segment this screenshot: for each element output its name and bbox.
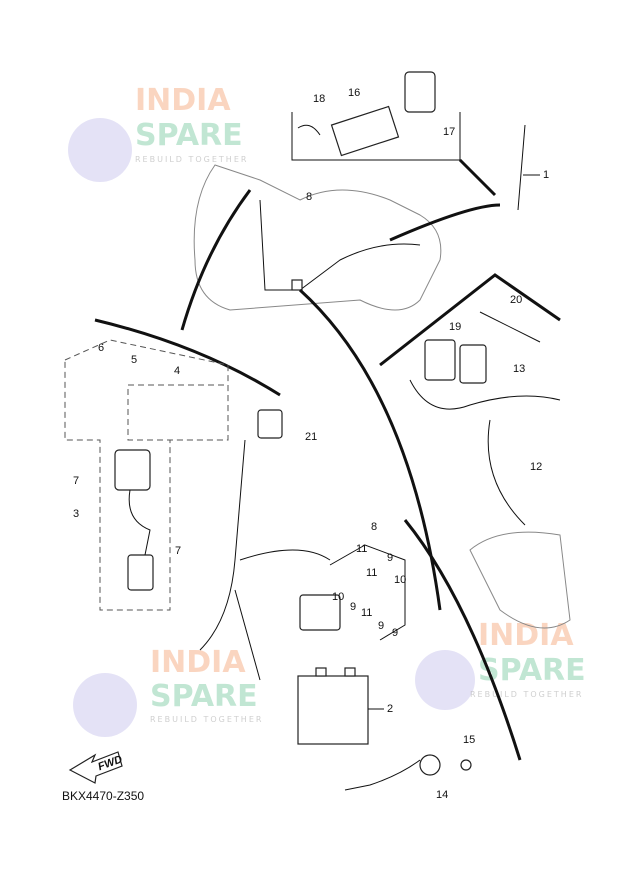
part-17-cover bbox=[404, 71, 436, 113]
harness-lower bbox=[199, 439, 331, 681]
leader-left bbox=[180, 189, 252, 331]
svg-text:SPARE: SPARE bbox=[478, 653, 586, 688]
callout-13: 13 bbox=[513, 363, 525, 375]
callout-11c: 11 bbox=[361, 607, 372, 619]
leader-top-right bbox=[389, 203, 501, 242]
callout-7b: 7 bbox=[175, 545, 181, 557]
svg-text:REBUILD TOGETHER: REBUILD TOGETHER bbox=[150, 715, 263, 724]
callout-12: 12 bbox=[530, 461, 542, 473]
callout-9c: 9 bbox=[378, 620, 384, 632]
callout-4: 4 bbox=[174, 365, 180, 377]
callout-10a: 10 bbox=[394, 574, 406, 586]
callout-11a: 11 bbox=[356, 543, 367, 555]
watermark-top: INDIA SPARE REBUILD TOGETHER bbox=[68, 83, 248, 182]
watermark: INDIA SPARE REBUILD TOGETHER INDIA SPARE… bbox=[68, 83, 586, 737]
part-14-wire bbox=[344, 759, 421, 791]
diagram-code: BKX4470-Z350 bbox=[62, 789, 144, 803]
fuse-box-bracket bbox=[329, 544, 406, 641]
part-14-sensor bbox=[419, 754, 441, 776]
callout-10b: 10 bbox=[332, 591, 344, 603]
connector-center bbox=[291, 279, 303, 291]
fwd-arrow-icon: FWD bbox=[68, 751, 124, 784]
callout-8a: 8 bbox=[306, 191, 312, 203]
callout-17: 17 bbox=[443, 126, 455, 138]
battery-terminal bbox=[344, 667, 356, 677]
svg-text:INDIA: INDIA bbox=[150, 645, 246, 680]
callout-19: 19 bbox=[449, 321, 461, 333]
callout-16: 16 bbox=[348, 87, 360, 99]
leader-left-box bbox=[94, 318, 281, 397]
dashed-box-4 bbox=[127, 384, 229, 441]
callout-1: 1 bbox=[543, 169, 549, 181]
svg-text:SPARE: SPARE bbox=[135, 118, 243, 153]
svg-text:INDIA: INDIA bbox=[135, 83, 231, 118]
callout-8b: 8 bbox=[371, 521, 377, 533]
part-18-wire bbox=[297, 124, 321, 136]
part-3-plug bbox=[127, 554, 154, 591]
part-2-battery bbox=[297, 675, 369, 745]
callout-18: 18 bbox=[313, 93, 325, 105]
callout-7a: 7 bbox=[73, 475, 79, 487]
watermark-bottom: INDIA SPARE REBUILD TOGETHER bbox=[73, 645, 263, 737]
callout-9b: 9 bbox=[350, 601, 356, 613]
part-15-nut bbox=[460, 759, 472, 771]
callout-21: 21 bbox=[305, 431, 317, 443]
callout-5: 5 bbox=[131, 354, 137, 366]
engine-outline bbox=[469, 531, 571, 629]
svg-text:INDIA: INDIA bbox=[478, 618, 574, 653]
callout-3: 3 bbox=[73, 508, 79, 520]
harness-right bbox=[409, 379, 561, 410]
part-16-unit bbox=[330, 105, 400, 157]
leader-lower-right bbox=[403, 519, 522, 761]
callout-11b: 11 bbox=[366, 567, 377, 579]
leader-right-upper bbox=[379, 273, 561, 367]
callout-2: 2 bbox=[387, 703, 393, 715]
leader-top-right-2 bbox=[458, 158, 497, 197]
svg-text:SPARE: SPARE bbox=[150, 679, 258, 714]
part-19-connector bbox=[424, 339, 456, 381]
leader-center bbox=[298, 288, 442, 611]
callout-20: 20 bbox=[510, 294, 522, 306]
part-20-tie bbox=[479, 311, 541, 343]
callouts: 1 2 3 4 5 6 7 7 8 8 11 11 9 10 10 9 11 9… bbox=[73, 87, 549, 801]
part-1-tie bbox=[517, 124, 526, 211]
dashed-box-outer bbox=[64, 339, 229, 611]
callout-14: 14 bbox=[436, 789, 448, 801]
part-3-switch bbox=[114, 449, 151, 491]
svg-text:REBUILD TOGETHER: REBUILD TOGETHER bbox=[470, 690, 583, 699]
fuse-block bbox=[299, 594, 341, 631]
detail-bracket-top bbox=[291, 112, 461, 161]
part-13-connector bbox=[459, 344, 487, 384]
callout-15: 15 bbox=[463, 734, 475, 746]
scooter-outline bbox=[193, 164, 442, 311]
part-3-wire bbox=[128, 489, 151, 556]
callout-9d: 9 bbox=[392, 627, 398, 639]
svg-text:REBUILD TOGETHER: REBUILD TOGETHER bbox=[135, 155, 248, 164]
callout-6: 6 bbox=[98, 342, 104, 354]
battery-terminal bbox=[315, 667, 327, 677]
part-21-relay bbox=[257, 409, 283, 439]
watermark-bottom-right: INDIA SPARE REBUILD TOGETHER bbox=[415, 618, 586, 710]
part-12-wire bbox=[487, 419, 526, 526]
harness-upper bbox=[259, 199, 421, 291]
callout-9a: 9 bbox=[387, 552, 393, 564]
